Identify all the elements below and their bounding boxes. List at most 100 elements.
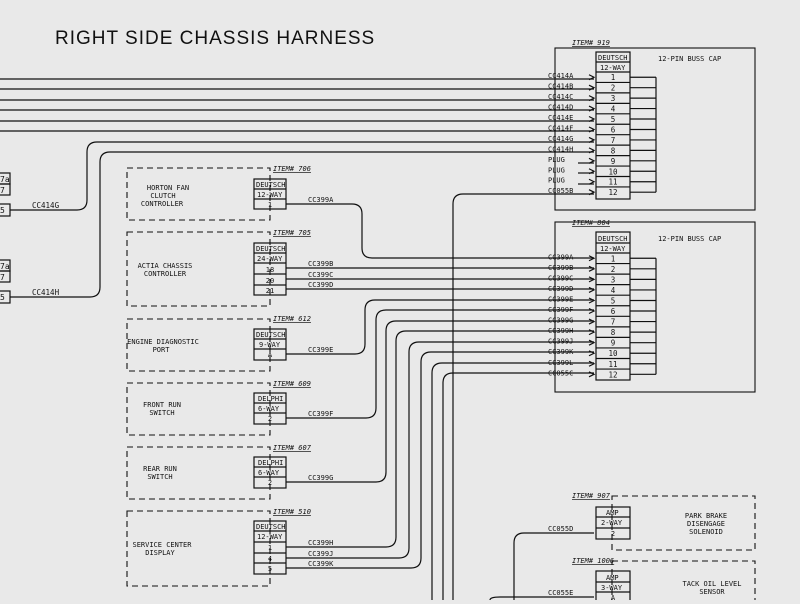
pin-label: A — [268, 351, 273, 359]
wire-label: CC399C — [308, 271, 333, 279]
busscap-pin: 11 — [608, 360, 617, 369]
busscap-pin: 4 — [611, 105, 616, 114]
wire-label: CC399E — [308, 346, 333, 354]
left-connector-cell — [0, 270, 11, 283]
component-name: SWITCH — [149, 409, 174, 417]
connector-type: DEUTSCH — [256, 245, 286, 253]
component-name: DISPLAY — [145, 549, 175, 557]
busscap-label: 12-PIN BUSS CAP — [658, 235, 721, 243]
wire-label: CC414E — [548, 114, 573, 122]
item-number: ITEM# 607 — [273, 444, 312, 452]
busscap-frame — [554, 47, 756, 211]
left-edge-label: 7a — [0, 262, 10, 271]
left-wire-label: CC414G — [32, 201, 60, 210]
left-edge-label: 7 — [0, 186, 5, 195]
busscap-pin: 5 — [611, 296, 616, 305]
busscap-pin: 3 — [611, 94, 616, 103]
busscap-pin: 7 — [611, 136, 616, 145]
connector — [253, 242, 287, 296]
busscap-pin: 8 — [611, 328, 616, 337]
busscap-pin: 2 — [611, 265, 616, 274]
component-name: CLUTCH — [150, 192, 175, 200]
connector-ways: 12-WAY — [600, 245, 626, 253]
item-number: ITEM# 706 — [273, 165, 311, 173]
connector-ways: 3-WAY — [601, 584, 623, 592]
left-connector-cell — [0, 183, 11, 196]
pin-label: 1 — [268, 201, 272, 209]
connector-ways: 12-WAY — [600, 64, 626, 72]
connector-type: DEUTSCH — [598, 54, 628, 62]
component-name: CONTROLLER — [141, 200, 184, 208]
wire-label: CC399G — [308, 474, 333, 482]
component-name: PARK BRAKE — [685, 512, 727, 520]
busscap-pin: 1 — [611, 254, 616, 263]
wire-label: CC055E — [548, 589, 573, 597]
pin-label: 20 — [266, 277, 274, 285]
item-number: ITEM# 705 — [273, 229, 311, 237]
connector-type: DELPHI — [258, 395, 283, 403]
busscap-pin: 3 — [611, 275, 616, 284]
busscap-label: 12-PIN BUSS CAP — [658, 55, 721, 63]
wire-label: CC414G — [548, 135, 573, 143]
wire-label: CC399D — [308, 281, 333, 289]
wire-label: CC399H — [308, 539, 333, 547]
busscap-pin: 6 — [611, 307, 616, 316]
component-607: ITEM# 607 REAR RUN SWITCH DELPHI 6-WAY 2 — [126, 444, 312, 500]
wire-label: CC399A — [308, 196, 334, 204]
component-name: ACTIA CHASSIS — [138, 262, 193, 270]
wire-label: CC414F — [548, 124, 573, 132]
busscap-pin: 1 — [611, 73, 616, 82]
pin-label: A — [611, 594, 616, 600]
wire-label: PLUG — [548, 156, 565, 164]
busscap-804: ITEM# 804 DEUTSCH 12-WAY 12-PIN BUSS CAP… — [548, 219, 756, 393]
wire-label: CC055B — [548, 187, 573, 195]
component-name: SERVICE CENTER — [132, 541, 192, 549]
item-number: ITEM# 510 — [273, 508, 311, 516]
pin-label: 1 — [268, 544, 272, 552]
busscap-pin: 12 — [608, 370, 617, 379]
connector — [253, 456, 287, 489]
pin-label: 21 — [266, 287, 274, 295]
connector-ways: 24-WAY — [257, 255, 283, 263]
connector-ways: 9-WAY — [259, 341, 281, 349]
busscap-pin: 6 — [611, 125, 616, 134]
component-name: REAR RUN — [143, 465, 177, 473]
item-number: ITEM# 609 — [273, 380, 311, 388]
busscap-pin: 10 — [608, 167, 618, 176]
wire-label: CC055D — [548, 525, 573, 533]
pin-label: 2 — [268, 479, 272, 487]
wire-label: CC414C — [548, 93, 573, 101]
top-busscap-wires — [0, 78, 594, 600]
left-connector-cell — [0, 172, 11, 185]
component-name: DISENGAGE — [687, 520, 725, 528]
connector-type: DEUTSCH — [598, 235, 628, 243]
left-edge-label: 5 — [0, 293, 5, 302]
wire-label: PLUG — [548, 177, 565, 185]
busscap-pin: 7 — [611, 318, 616, 327]
busscap-pin: 5 — [611, 115, 616, 124]
item-number: ITEM# 804 — [572, 219, 610, 227]
component-612: ITEM# 612 ENGINE DIAGNOSTIC PORT DEUTSCH… — [126, 315, 311, 372]
pin-label: 18 — [266, 266, 274, 274]
component-name: HORTON FAN — [147, 184, 189, 192]
busscap-frame — [554, 221, 756, 393]
component-frame — [126, 167, 271, 221]
component-name: SWITCH — [147, 473, 172, 481]
component-907: ITEM# 907 AMP 2-WAY 2 PARK BRAKE DISENGA… — [513, 492, 756, 600]
busscap-pin: 12 — [608, 188, 617, 197]
wire-label: CC399C — [548, 274, 573, 282]
busscap-pin: 11 — [608, 178, 617, 187]
wire-label: CC414B — [548, 83, 573, 91]
component-609: ITEM# 609 FRONT RUN SWITCH DELPHI 6-WAY … — [126, 380, 311, 436]
component-name: PORT — [153, 346, 171, 354]
component-name: ENGINE DIAGNOSTIC — [127, 338, 199, 346]
left-edge-label: 7 — [0, 273, 5, 282]
component-name: FRONT RUN — [143, 401, 181, 409]
cc399-wires: CC399A CC399B CC399C CC399D CC399E CC399… — [286, 196, 594, 600]
connector-type: AMP — [606, 574, 619, 582]
component-frame — [126, 382, 271, 436]
component-1006: ITEM# 1006 AMP 3-WAY A TACK OIL LEVEL SE… — [489, 557, 756, 604]
left-edge-connectors: 7a 7 5 7a 7 5 CC414G CC414H — [0, 172, 60, 304]
wire-label: CC414D — [548, 104, 573, 112]
connector-ways: 12-WAY — [257, 533, 283, 541]
